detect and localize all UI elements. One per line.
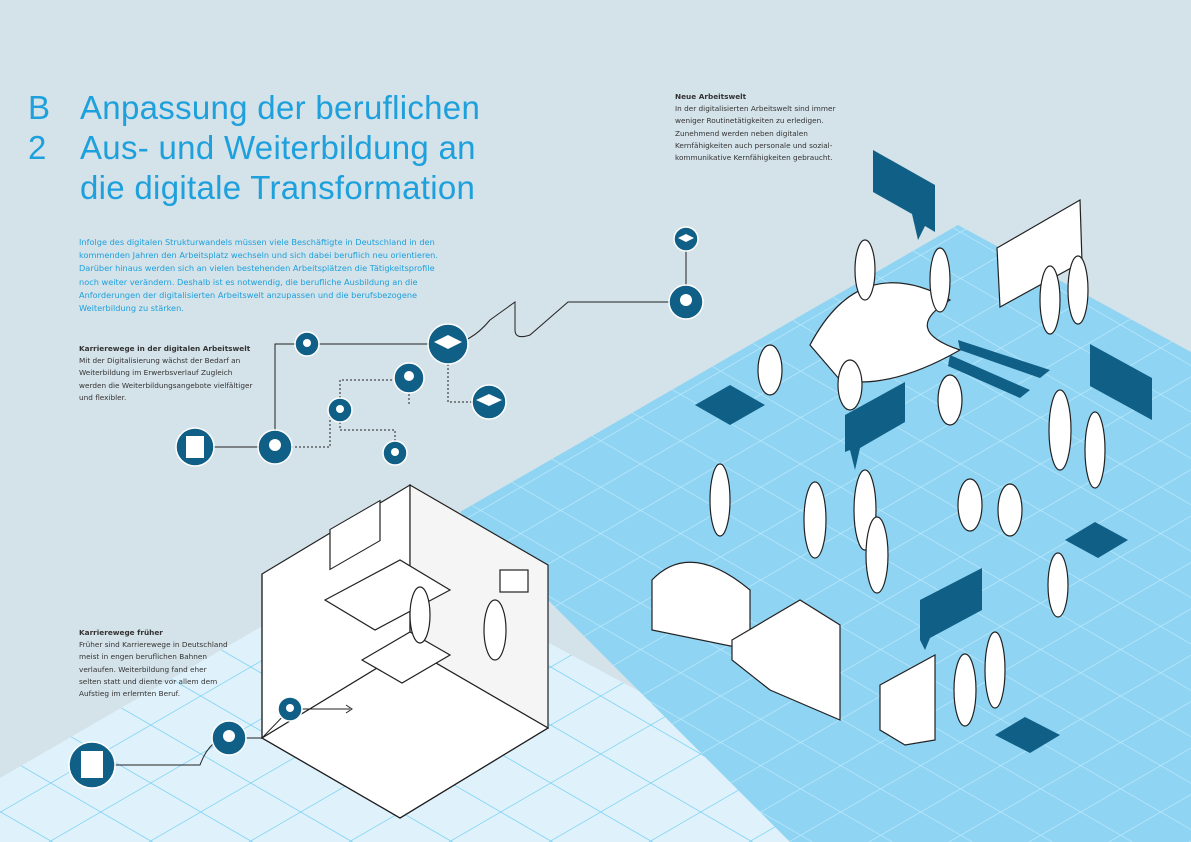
career-nodes xyxy=(68,226,704,789)
node-icons xyxy=(81,234,694,778)
intro-text: Infolge des digitalen Strukturwandels mü… xyxy=(79,237,438,314)
note-karrierewege-digital: Karrierewege in der digitalen Arbeitswel… xyxy=(79,343,254,404)
note-text: In der digitalisierten Arbeitswelt sind … xyxy=(675,104,836,163)
note-heading: Karrierewege früher xyxy=(79,628,163,637)
note-karrierewege-frueher: Karrierewege früher Früher sind Karriere… xyxy=(79,627,231,700)
workplace-scene xyxy=(651,198,1106,746)
note-heading: Karrierewege in der digitalen Arbeitswel… xyxy=(79,344,251,353)
note-text: Mit der Digitalisierung wächst der Bedar… xyxy=(79,356,253,402)
title-line: die digitale Transformation xyxy=(80,169,476,206)
note-neue-arbeitswelt: Neue Arbeitswelt In der digitalisierten … xyxy=(675,91,865,164)
title-line: Aus- und Weiterbildung an xyxy=(80,129,476,166)
title-line: Anpassung der beruflichen xyxy=(80,89,481,126)
chapter-number: B 2 xyxy=(28,89,51,166)
note-heading: Neue Arbeitswelt xyxy=(675,92,747,101)
note-text: Früher sind Karrierewege in Deutschland … xyxy=(79,640,228,699)
workshop-room xyxy=(260,483,550,819)
speech-bubbles xyxy=(695,150,1152,753)
page-title: B 2 Anpassung der beruflichen Aus- und W… xyxy=(28,88,480,208)
